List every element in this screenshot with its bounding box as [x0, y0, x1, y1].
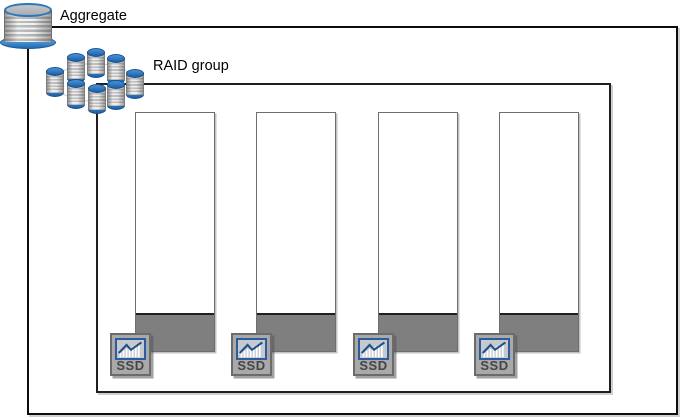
cylinder-top [4, 3, 52, 17]
chart-glyph-icon [236, 338, 267, 360]
raid-group-cylinders-icon [46, 48, 146, 116]
disk-cylinder-icon [67, 79, 85, 109]
disk-cylinder-icon [107, 80, 125, 110]
chart-glyph-icon [115, 338, 146, 360]
disk-cylinder-icon [87, 48, 105, 78]
ssd-icon: SSD [353, 333, 394, 376]
ssd-icon: SSD [474, 333, 515, 376]
aggregate-label: Aggregate [60, 8, 127, 24]
ssd-icon: SSD [110, 333, 151, 376]
disk-rect-1 [135, 112, 215, 352]
chart-glyph-icon [479, 338, 510, 360]
raid-group-label: RAID group [153, 58, 229, 74]
ssd-icon-label: SSD [359, 358, 388, 373]
disk-cylinder-icon [46, 67, 64, 97]
ssd-icon-label: SSD [237, 358, 266, 373]
chart-glyph-icon [358, 338, 389, 360]
disk-cylinder-icon [88, 84, 106, 114]
aggregate-box [27, 26, 678, 415]
ssd-icon-label: SSD [480, 358, 509, 373]
ssd-icon: SSD [231, 333, 272, 376]
ssd-icon-label: SSD [116, 358, 145, 373]
disk-rect-2 [256, 112, 336, 352]
disk-cylinder-icon [126, 69, 144, 99]
disk-cylinder-icon [107, 54, 125, 84]
disk-rect-3 [378, 112, 458, 352]
aggregate-cylinder-icon [0, 1, 56, 51]
disk-rect-4 [499, 112, 579, 352]
